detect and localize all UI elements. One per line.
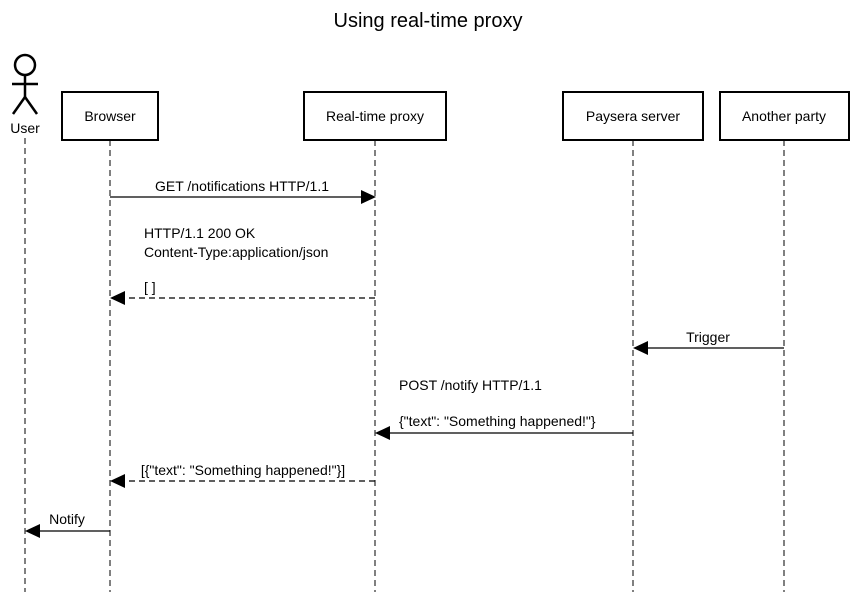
arrowhead-icon — [110, 291, 125, 305]
message-trigger: Trigger — [633, 329, 784, 355]
participant-browser: Browser — [61, 91, 159, 141]
arrowhead-icon — [361, 190, 376, 204]
participant-browser-label: Browser — [84, 108, 136, 124]
participant-another: Another party — [719, 91, 850, 141]
user-actor: User — [10, 53, 40, 136]
message-label: [{"text": "Something happened!"}] — [141, 462, 345, 478]
message-response-empty: HTTP/1.1 200 OK Content-Type:application… — [110, 225, 375, 305]
participant-another-label: Another party — [742, 108, 826, 124]
participant-paysera-label: Paysera server — [586, 108, 680, 124]
message-get-notifications: GET /notifications HTTP/1.1 — [110, 178, 376, 204]
arrowhead-icon — [633, 341, 648, 355]
message-post-notify: POST /notify HTTP/1.1 {"text": "Somethin… — [375, 377, 633, 440]
message-label: POST /notify HTTP/1.1 — [399, 377, 542, 393]
arrowhead-icon — [25, 524, 40, 538]
message-label: GET /notifications HTTP/1.1 — [155, 178, 329, 194]
message-label: Notify — [49, 511, 85, 527]
message-label: Trigger — [686, 329, 730, 345]
participant-proxy: Real-time proxy — [303, 91, 447, 141]
message-response-payload: [{"text": "Something happened!"}] — [110, 462, 375, 488]
message-notify: Notify — [25, 511, 110, 538]
user-head-icon — [13, 53, 37, 77]
participant-proxy-label: Real-time proxy — [326, 108, 424, 124]
user-label: User — [10, 120, 40, 136]
message-label: {"text": "Something happened!"} — [399, 413, 596, 429]
message-label: Content-Type:application/json — [144, 244, 328, 260]
arrowhead-icon — [110, 474, 125, 488]
message-label: [ ] — [144, 279, 156, 295]
message-label: HTTP/1.1 200 OK — [144, 225, 256, 241]
diagram-title: Using real-time proxy — [334, 10, 523, 32]
participant-paysera: Paysera server — [562, 91, 704, 141]
arrowhead-icon — [375, 426, 390, 440]
